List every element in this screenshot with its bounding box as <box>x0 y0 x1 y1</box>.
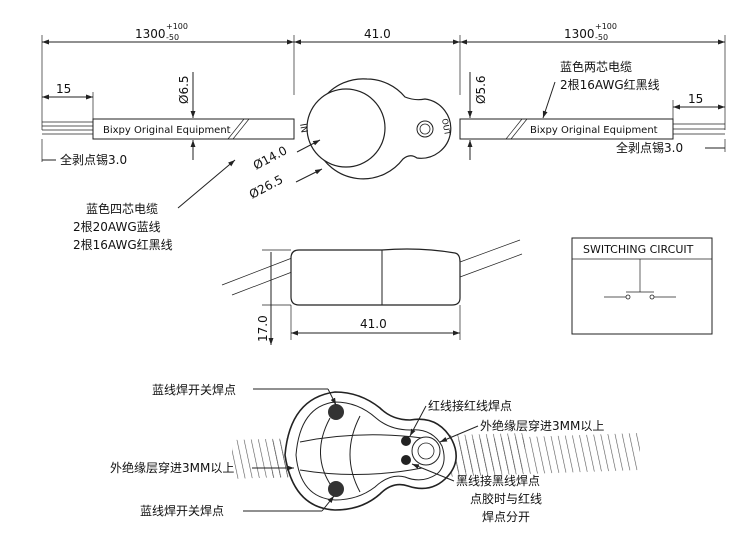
side-view: 17.0 41.0 <box>221 239 523 345</box>
cable-print-right: Bixpy Original Equipment <box>530 125 658 136</box>
left-cable-note-2: 2根20AWG蓝线 <box>73 220 161 234</box>
strip-note-left: 全剥点锡3.0 <box>60 152 127 167</box>
dia-right-cable: Ø5.6 <box>474 75 488 104</box>
dim-left-tol-plus: +100 <box>166 22 188 31</box>
dia-inner: Ø14.0 <box>251 143 290 172</box>
note-red: 红线接红线焊点 <box>428 398 512 413</box>
switching-circuit-box: SWITCHING CIRCUIT <box>571 237 713 335</box>
dim-right-length: 1300 <box>564 27 595 41</box>
strip-note-right: 全剥点锡3.0 <box>616 140 683 155</box>
schematic-title: SWITCHING CIRCUIT <box>583 243 694 256</box>
dia-left-cable: Ø6.5 <box>177 75 191 104</box>
label-out: OUT <box>440 118 452 136</box>
dim-right-tol-plus: +100 <box>595 22 617 31</box>
dia-outer: Ø26.5 <box>247 172 286 201</box>
note-black-2: 点胶时与红线 <box>470 491 542 506</box>
dim-right-tol-minus: -50 <box>595 33 608 42</box>
cable-print-left: Bixpy Original Equipment <box>103 125 231 136</box>
left-cable: Bixpy Original Equipment <box>42 118 295 140</box>
note-bottom-left: 蓝线焊开关焊点 <box>140 503 224 518</box>
dim-strip-left: 15 <box>56 82 71 96</box>
dim-strip-right: 15 <box>688 92 703 106</box>
left-cable-note-3: 2根16AWG红黑线 <box>73 237 173 252</box>
label-in: IN <box>297 123 308 134</box>
dim-center: 41.0 <box>364 27 391 41</box>
dim-side-width: 41.0 <box>360 317 387 331</box>
note-insulation-right: 外绝缘层穿进3MM以上 <box>480 418 604 433</box>
left-cable-note-1: 蓝色四芯电缆 <box>86 202 158 216</box>
switch-body-top <box>306 78 452 180</box>
right-cable-note-2: 2根16AWG红黑线 <box>560 77 660 92</box>
note-black-3: 焊点分开 <box>482 509 530 524</box>
detail-view: 蓝线焊开关焊点 红线接红线焊点 外绝缘层穿进3MM以上 外绝缘层穿进3MM以上 … <box>110 382 640 524</box>
dim-side-height: 17.0 <box>256 315 270 342</box>
note-black-1: 黑线接黑线焊点 <box>456 473 540 488</box>
right-cable: Bixpy Original Equipment <box>459 118 725 140</box>
top-view: 1300 +100 -50 41.0 1300 +100 -50 Bixpy O… <box>41 22 726 252</box>
note-top-left: 蓝线焊开关焊点 <box>152 382 236 397</box>
dim-left-tol-minus: -50 <box>166 33 179 42</box>
dim-left-length: 1300 <box>135 27 166 41</box>
right-cable-note-1: 蓝色两芯电缆 <box>560 60 632 74</box>
note-insulation-left: 外绝缘层穿进3MM以上 <box>110 460 234 475</box>
